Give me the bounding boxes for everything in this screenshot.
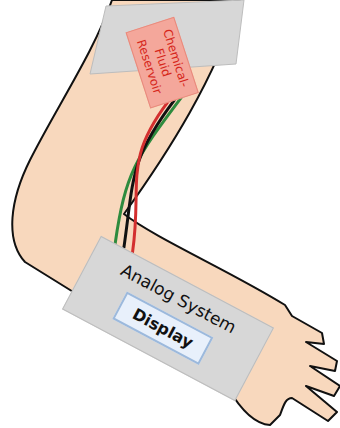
wire	[115, 98, 181, 243]
wire	[133, 102, 168, 252]
arm	[12, 0, 340, 425]
wire	[124, 100, 174, 248]
